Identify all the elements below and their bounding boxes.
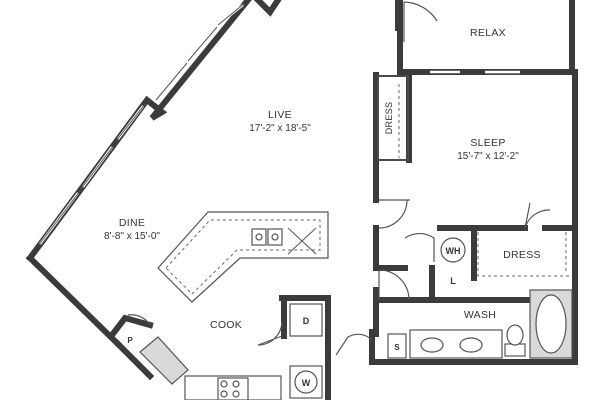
dryer-label: D — [303, 316, 310, 326]
wash-label: WASH — [464, 309, 496, 321]
pantry-label: P — [127, 336, 133, 345]
sleep-label: SLEEP — [470, 137, 505, 149]
washer-label: W — [302, 378, 311, 388]
kitchen-island — [157, 211, 329, 303]
dine-dimensions: 8'-8" x 15'-0" — [104, 231, 160, 242]
windows — [37, 2, 520, 247]
bath-fixtures — [387, 237, 573, 359]
dress-label: DRESS — [503, 249, 541, 261]
storage-label: S — [394, 343, 400, 352]
relax-label: RELAX — [470, 27, 506, 39]
sleep-dimensions: 15'-7" x 12'-2" — [457, 151, 519, 162]
water-heater-label: WH — [446, 246, 461, 256]
cook-label: COOK — [210, 319, 242, 331]
fixture-labels: WH L D W P S — [127, 246, 460, 388]
live-label: LIVE — [268, 109, 292, 121]
kitchen-counter — [139, 336, 282, 400]
interior-walls — [107, 0, 578, 400]
room-labels: RELAX LIVE 17'-2" x 18'-5" SLEEP 15'-7" … — [104, 27, 541, 331]
dress-closet-label: DRESS — [384, 102, 394, 135]
doors — [127, 1, 551, 356]
laundry — [289, 303, 323, 399]
live-dimensions: 17'-2" x 18'-5" — [249, 123, 311, 134]
closets — [398, 84, 572, 277]
dine-label: DINE — [119, 217, 145, 229]
linen-closet-label: L — [450, 276, 456, 286]
